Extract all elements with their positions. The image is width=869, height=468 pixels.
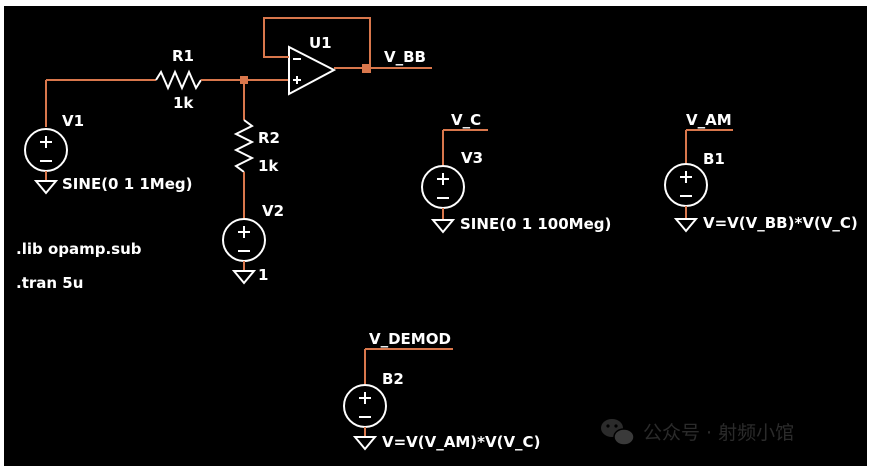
b2-name: B2 (382, 370, 404, 388)
b1-name: B1 (703, 150, 725, 168)
net-vdemod-label: V_DEMOD (369, 330, 451, 348)
v3-name: V3 (461, 149, 483, 167)
b1-value: V=V(V_BB)*V(V_C) (703, 214, 858, 232)
schematic-canvas (4, 6, 867, 466)
v2-name: V2 (262, 202, 284, 220)
v2-source[interactable] (222, 218, 266, 285)
r2-name: R2 (258, 129, 280, 147)
watermark-text: 公众号 · 射频小馆 (643, 422, 794, 444)
lib-directive[interactable]: .lib opamp.sub (16, 240, 142, 258)
u1-opamp[interactable] (263, 17, 371, 96)
v3-source[interactable] (421, 129, 488, 234)
r1-value: 1k (173, 94, 194, 112)
r1-resistor[interactable] (155, 69, 202, 91)
r2-resistor[interactable] (233, 119, 255, 173)
r1-name: R1 (172, 47, 194, 65)
b2-source[interactable] (343, 348, 453, 451)
u1-name: U1 (309, 34, 332, 52)
v1-name: V1 (62, 112, 84, 130)
v3-value: SINE(0 1 100Meg) (460, 215, 611, 233)
v1-source[interactable] (24, 80, 68, 195)
net-vc-label: V_C (451, 111, 481, 129)
b2-value: V=V(V_AM)*V(V_C) (382, 433, 540, 451)
tran-directive[interactable]: .tran 5u (16, 274, 83, 292)
v2-value: 1 (258, 266, 268, 284)
wechat-icon (601, 419, 635, 446)
net-vam-label: V_AM (686, 111, 732, 129)
v1-value: SINE(0 1 1Meg) (62, 175, 193, 193)
r2-value: 1k (258, 157, 279, 175)
b1-source[interactable] (664, 129, 733, 233)
output-pin-dot (362, 64, 371, 73)
net-vbb-label: V_BB (384, 48, 426, 66)
